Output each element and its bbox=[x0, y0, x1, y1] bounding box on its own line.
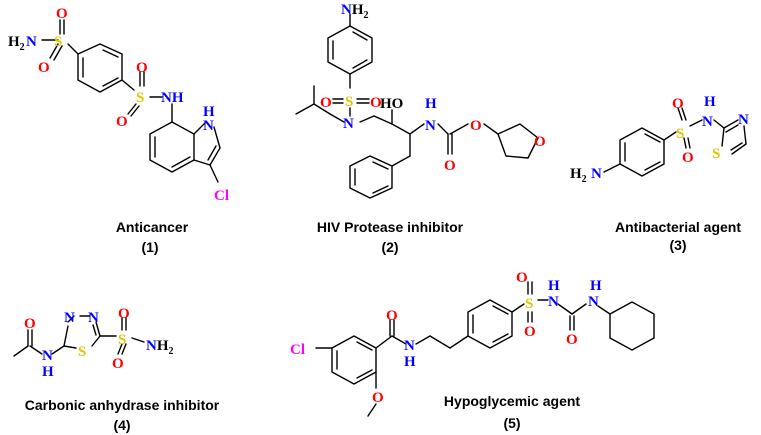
compound-5-urea-h1: H bbox=[548, 278, 560, 294]
compound-2-sulfonamide-n: N bbox=[343, 116, 354, 132]
compound-4-caption: Carbonic anhydrase inhibitor bbox=[25, 397, 220, 413]
compound-3-bonds bbox=[603, 107, 747, 177]
compound-5-urea-n2: N bbox=[588, 294, 599, 310]
compound-5-urea-o: O bbox=[566, 332, 578, 348]
compound-5-urea-h2: H bbox=[590, 278, 602, 294]
compound-4-sulfonyl-s: S bbox=[118, 332, 126, 348]
compound-4-number: (4) bbox=[113, 417, 130, 433]
compound-3-sulfonamide-n: N bbox=[702, 114, 713, 130]
compound-4-ring-n2: N bbox=[88, 310, 99, 326]
compound-4-ring-n1: N bbox=[64, 310, 75, 326]
compound-2-oxygen-a: O bbox=[370, 95, 382, 111]
compound-5-amide-h: H bbox=[404, 354, 416, 370]
compound-1-indole-n: N bbox=[203, 118, 214, 134]
compound-3-caption: Antibacterial agent bbox=[615, 219, 741, 235]
compound-4-amide-h: H bbox=[42, 364, 54, 380]
compound-2-number: (2) bbox=[381, 239, 398, 255]
compound-1-amine-h2: H2 bbox=[8, 34, 25, 53]
compound-3-amine-n: N bbox=[591, 166, 602, 182]
compound-5-amide-n: N bbox=[404, 338, 415, 354]
compound-2-ester-o: O bbox=[470, 118, 482, 134]
compound-1-sulfur-2: S bbox=[136, 90, 144, 106]
compound-3-sulfur: S bbox=[676, 126, 684, 142]
compound-4: O N H N N S S O O NH2 Carbonic anhydrase… bbox=[13, 306, 220, 433]
compound-5-methoxy-o: O bbox=[372, 390, 384, 406]
compound-1-caption: Anticancer bbox=[116, 219, 189, 235]
compound-1-oxygen-1a: O bbox=[56, 6, 68, 22]
compound-3-amine-h2: H2 bbox=[570, 166, 587, 185]
compound-2-caption: HIV Protease inhibitor bbox=[317, 219, 464, 235]
compound-4-oxygen-a: O bbox=[118, 306, 130, 322]
compound-2-carbamate-n: N bbox=[425, 118, 436, 134]
compound-4-oxygen-b: O bbox=[112, 356, 124, 372]
compound-5-number: (5) bbox=[503, 415, 520, 431]
compound-3-number: (3) bbox=[669, 237, 686, 253]
compound-2-carbamate-h: H bbox=[425, 96, 437, 112]
compound-5-oxygen-a: O bbox=[516, 270, 528, 286]
compound-1-sulfur-1: S bbox=[54, 34, 62, 50]
compound-3-sulfonamide-h: H bbox=[704, 94, 716, 110]
compound-4-sulfonamide-n: NH2 bbox=[146, 338, 174, 357]
compound-5-bonds bbox=[315, 281, 655, 417]
compound-1-oxygen-1b: O bbox=[38, 60, 50, 76]
compound-5-caption: Hypoglycemic agent bbox=[444, 393, 580, 409]
compound-5-oxygen-b: O bbox=[524, 324, 536, 340]
compound-2: NH2 S O O N HO H N O O O HIV Protease in… bbox=[295, 2, 546, 255]
compound-5-urea-n1: N bbox=[548, 294, 559, 310]
compound-1: H2 N S O O S O O NH H N Cl Anticancer (1… bbox=[8, 6, 229, 255]
compound-2-sulfur: S bbox=[345, 94, 353, 110]
compound-3-thiazole-n: N bbox=[738, 112, 749, 128]
compound-1-indole-h: H bbox=[203, 104, 215, 120]
compound-2-hydroxyl: HO bbox=[380, 96, 403, 112]
compound-2-oxygen-b: O bbox=[320, 95, 332, 111]
compound-1-number: (1) bbox=[141, 239, 158, 255]
compound-1-oxygen-2b: O bbox=[116, 114, 128, 130]
compound-2-bonds bbox=[295, 13, 539, 199]
compound-1-chlorine: Cl bbox=[214, 188, 229, 204]
compound-1-oxygen-2a: O bbox=[136, 60, 148, 76]
compound-1-amine-n: N bbox=[26, 34, 37, 50]
compound-4-ring-s: S bbox=[78, 344, 86, 360]
compound-5-chlorine: Cl bbox=[290, 342, 305, 358]
compound-3-oxygen-a: O bbox=[672, 96, 684, 112]
compound-5-amide-o: O bbox=[386, 308, 398, 324]
compound-1-bonds bbox=[41, 19, 221, 183]
compound-2-ring-o: O bbox=[534, 134, 546, 150]
compound-2-amine-n: NH2 bbox=[341, 2, 369, 21]
compound-1-sulfonamide-nh: NH bbox=[161, 90, 184, 106]
compound-3-oxygen-b: O bbox=[682, 150, 694, 166]
compound-5: Cl O N H O S O O H N O H N Hypoglycemic … bbox=[290, 270, 655, 431]
compound-4-bonds bbox=[13, 315, 145, 357]
compound-4-acyl-o: O bbox=[24, 316, 36, 332]
compound-3: H N S O O N S H2 N Antibacterial agent (… bbox=[570, 94, 749, 253]
compound-3-thiazole-s: S bbox=[712, 146, 720, 162]
compound-5-sulfur: S bbox=[525, 296, 533, 312]
compound-4-amide-n: N bbox=[42, 348, 53, 364]
compound-2-carbonyl-o: O bbox=[444, 158, 456, 174]
